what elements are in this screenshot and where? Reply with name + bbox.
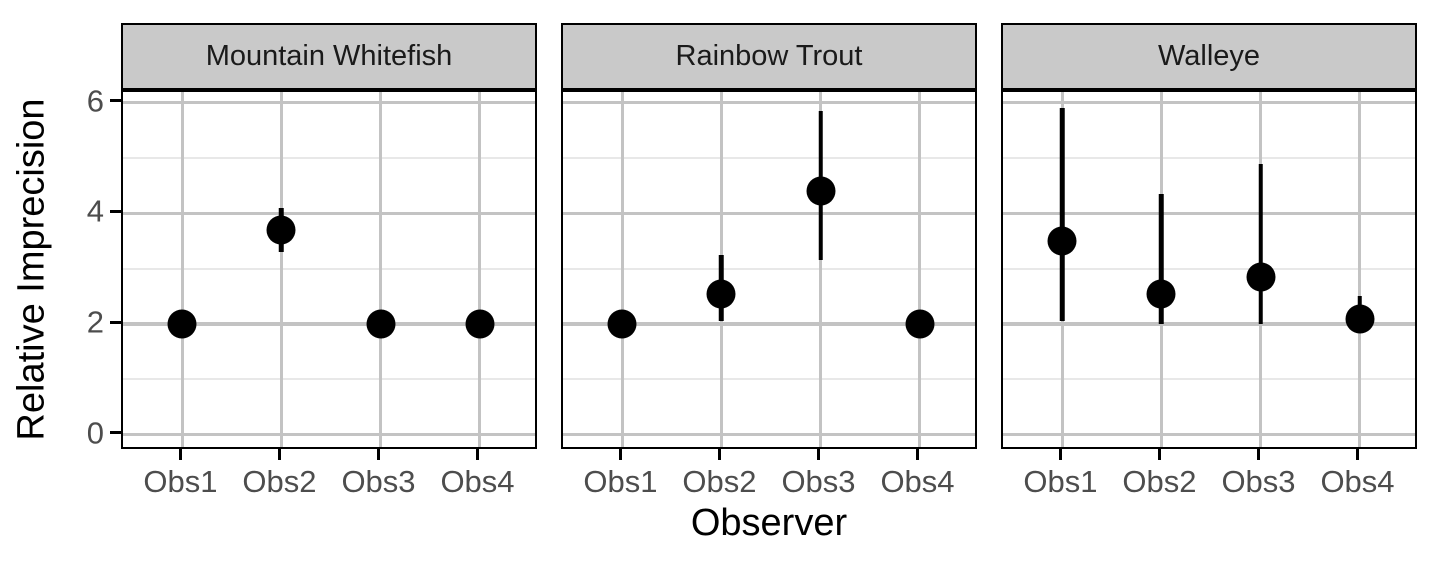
gridline-major-horizontal: [563, 322, 975, 326]
gridline-major-horizontal: [123, 211, 535, 215]
gridline-minor-horizontal: [563, 267, 975, 270]
data-point: [465, 309, 494, 339]
facet-strip: Walleye: [1001, 23, 1417, 90]
data-point: [366, 309, 395, 339]
y-axis-title: Relative Imprecision: [4, 90, 60, 449]
y-axis-tick-label: 2: [86, 304, 104, 340]
facet-strip-label: Walleye: [1157, 40, 1261, 72]
x-axis-tick: [717, 449, 721, 460]
x-axis-tick: [618, 449, 622, 460]
x-axis-tick-label: Obs4: [880, 464, 955, 499]
y-axis-tick-label: 6: [86, 83, 104, 119]
x-axis-tick: [476, 449, 479, 460]
facet-panel: [121, 90, 537, 449]
gridline-major-vertical: [378, 92, 383, 447]
gridline-major-vertical: [279, 92, 284, 447]
facet-strip-label: Mountain Whitefish: [205, 40, 453, 72]
data-point: [806, 176, 835, 206]
gridline-major-horizontal: [1003, 433, 1415, 437]
gridline-major-horizontal: [563, 101, 975, 105]
x-axis-title: Observer: [690, 502, 848, 544]
x-axis-tick: [377, 449, 380, 460]
y-axis-tick-label: 4: [86, 193, 104, 229]
data-point: [905, 309, 934, 339]
x-axis-tick-label: Obs3: [1221, 464, 1296, 499]
gridline-major-vertical: [477, 92, 482, 447]
x-axis-tick-label: Obs1: [1023, 464, 1098, 499]
x-axis-tick-label: Obs2: [242, 464, 317, 499]
x-axis-tick: [1257, 449, 1260, 460]
y-axis-tick: [110, 209, 121, 213]
facet-strip: Rainbow Trout: [561, 23, 977, 90]
y-axis-title-text: Relative Imprecision: [10, 98, 53, 441]
data-point: [706, 279, 736, 309]
x-axis-tick: [817, 449, 820, 460]
gridline-major-horizontal: [123, 101, 535, 105]
facet-strip: Mountain Whitefish: [121, 23, 537, 90]
gridline-major-vertical: [917, 92, 922, 447]
facet-strip-label: Rainbow Trout: [675, 40, 863, 72]
data-point: [1146, 279, 1176, 309]
gridline-minor-horizontal: [1003, 378, 1415, 381]
gridline-major-horizontal: [1003, 322, 1415, 326]
x-axis-tick-label: Obs2: [1122, 464, 1197, 499]
y-axis-tick-label: 0: [86, 415, 104, 451]
errorbar: [1159, 194, 1164, 325]
x-axis-tick-label: Obs2: [682, 464, 757, 499]
gridline-major-vertical: [1357, 92, 1362, 447]
y-axis-tick: [110, 431, 121, 435]
data-point: [1246, 262, 1275, 292]
y-axis-tick: [110, 320, 121, 324]
data-point: [607, 309, 637, 339]
gridline-minor-horizontal: [563, 378, 975, 381]
data-point: [266, 215, 296, 245]
errorbar: [1258, 163, 1263, 325]
facet-panel: [561, 90, 977, 449]
x-axis-tick: [178, 449, 182, 460]
gridline-major-horizontal: [1003, 211, 1415, 215]
gridline-major-vertical: [620, 92, 625, 447]
data-point: [1047, 226, 1077, 256]
x-axis-tick: [1356, 449, 1359, 460]
gridline-minor-horizontal: [123, 378, 535, 381]
x-axis-tick-label: Obs4: [1320, 464, 1395, 499]
data-point: [1345, 304, 1374, 334]
x-axis-tick-label: Obs1: [143, 464, 218, 499]
gridline-major-horizontal: [1003, 101, 1415, 105]
gridline-major-horizontal: [563, 211, 975, 215]
gridline-major-vertical: [818, 92, 823, 447]
x-axis-tick: [277, 449, 281, 460]
x-axis-tick-label: Obs1: [583, 464, 658, 499]
x-axis-tick: [1157, 449, 1161, 460]
x-axis-tick-label: Obs3: [341, 464, 416, 499]
gridline-minor-horizontal: [1003, 267, 1415, 270]
gridline-major-horizontal: [123, 433, 535, 437]
gridline-major-vertical: [180, 92, 185, 447]
gridline-minor-horizontal: [1003, 157, 1415, 160]
x-axis-tick-label: Obs3: [781, 464, 856, 499]
gridline-minor-horizontal: [123, 157, 535, 160]
errorbar: [1060, 108, 1065, 322]
y-axis-tick: [110, 99, 121, 103]
gridline-minor-horizontal: [563, 157, 975, 160]
facet-panel: [1001, 90, 1417, 449]
gridline-minor-horizontal: [123, 267, 535, 270]
gridline-major-horizontal: [123, 322, 535, 326]
x-axis-tick-label: Obs4: [440, 464, 515, 499]
gridline-major-horizontal: [563, 433, 975, 437]
x-axis-tick: [916, 449, 919, 460]
x-axis-tick: [1058, 449, 1062, 460]
data-point: [167, 309, 197, 339]
